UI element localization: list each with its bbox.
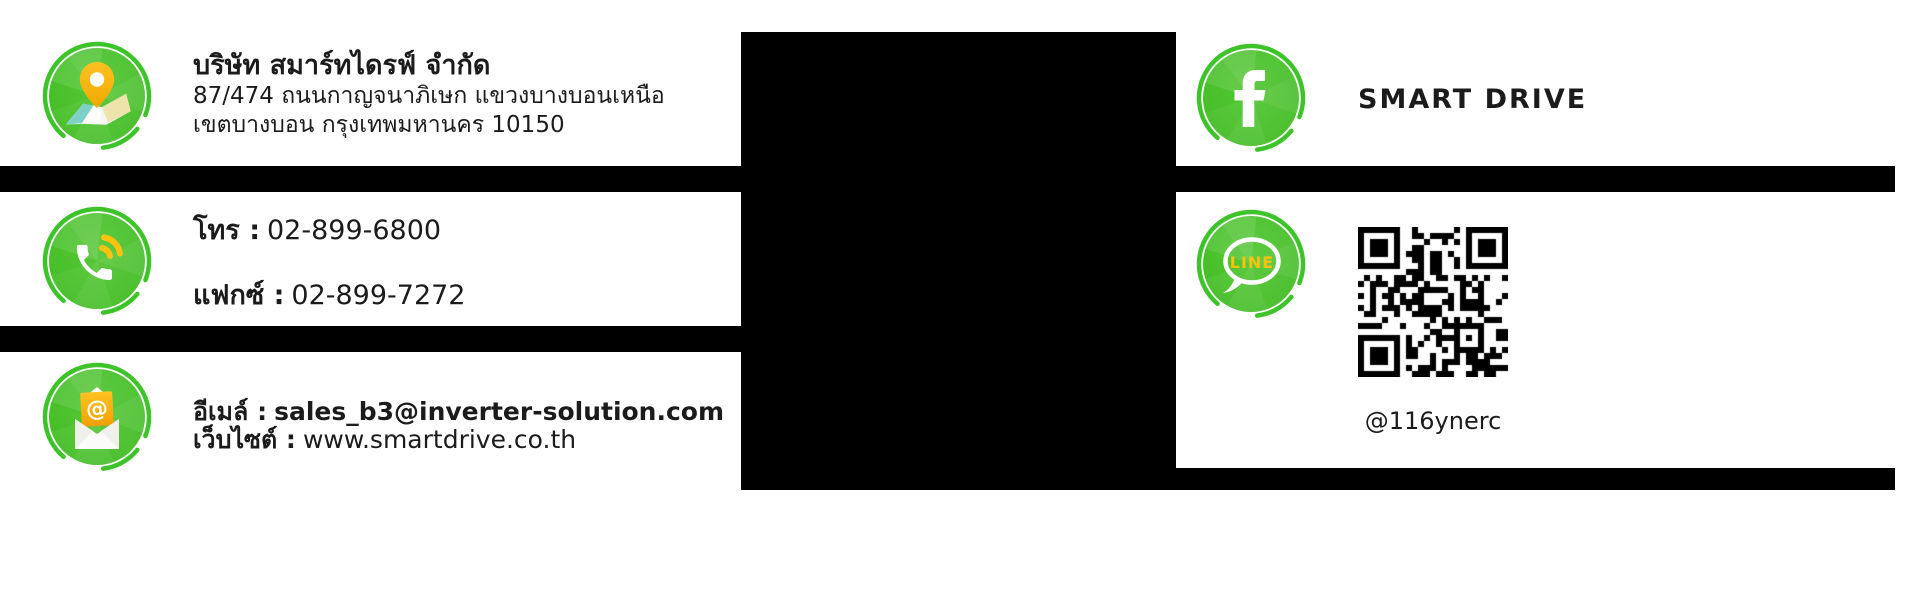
email-icon-badge: @ xyxy=(41,361,153,473)
line-qr-code[interactable] xyxy=(1358,227,1508,377)
website-value[interactable]: www.smartdrive.co.th xyxy=(302,425,577,454)
divider-bar-bottom-right xyxy=(1176,468,1895,490)
fax-label: แฟกซ์ : xyxy=(193,280,285,311)
svg-text:@: @ xyxy=(85,396,108,422)
website-label: เว็บไซต์ : xyxy=(193,425,296,454)
email-envelope-icon: @ xyxy=(42,362,152,472)
handset-glyph xyxy=(76,234,123,280)
location-icon-badge xyxy=(41,40,153,152)
email-line: อีเมล์ :sales_b3@inverter-solution.com xyxy=(193,398,724,426)
phone-handset-icon xyxy=(42,206,152,316)
line-bubble-text: LINE xyxy=(1230,253,1274,272)
fax-line: แฟกซ์ :02-899-7272 xyxy=(193,280,465,312)
line-icon-badge[interactable]: LINE xyxy=(1195,208,1307,320)
company-info-block: บริษัท สมาร์ทไดรฟ์ จำกัด 87/474 ถนนกาญจน… xyxy=(193,49,665,140)
phone-label: โทร : xyxy=(193,215,260,246)
location-map-pin-icon xyxy=(42,41,152,151)
phone-line: โทร :02-899-6800 xyxy=(193,215,441,247)
email-label: อีเมล์ : xyxy=(193,397,268,426)
facebook-page-name[interactable]: SMART DRIVE xyxy=(1358,84,1588,115)
map-pin-glyph xyxy=(65,62,131,125)
facebook-f-icon[interactable] xyxy=(1195,42,1307,154)
envelope-glyph: @ xyxy=(75,387,119,449)
company-address-line2: เขตบางบอน กรุงเทพมหานคร 10150 xyxy=(193,112,565,138)
phone-value[interactable]: 02-899-6800 xyxy=(267,215,442,246)
divider-bar-middle-left xyxy=(0,326,745,352)
line-qr-code-wrap[interactable] xyxy=(1358,227,1508,377)
line-id-text: @116ynerc xyxy=(1364,407,1502,435)
line-bubble-glyph: LINE xyxy=(1223,237,1281,293)
fax-value: 02-899-7272 xyxy=(291,280,466,311)
email-website-block: อีเมล์ :sales_b3@inverter-solution.com เ… xyxy=(193,398,724,454)
company-name: บริษัท สมาร์ทไดรฟ์ จำกัด xyxy=(193,50,491,81)
phone-icon-badge xyxy=(41,205,153,317)
website-line: เว็บไซต์ :www.smartdrive.co.th xyxy=(193,426,724,454)
company-address-line1: 87/474 ถนนกาญจนาภิเษก แขวงบางบอนเหนือ xyxy=(193,83,665,109)
black-image-placeholder xyxy=(741,32,1176,490)
email-value[interactable]: sales_b3@inverter-solution.com xyxy=(274,397,725,426)
facebook-f-glyph xyxy=(1234,70,1266,127)
line-app-icon[interactable]: LINE xyxy=(1195,208,1307,320)
facebook-icon-badge[interactable] xyxy=(1195,42,1307,154)
